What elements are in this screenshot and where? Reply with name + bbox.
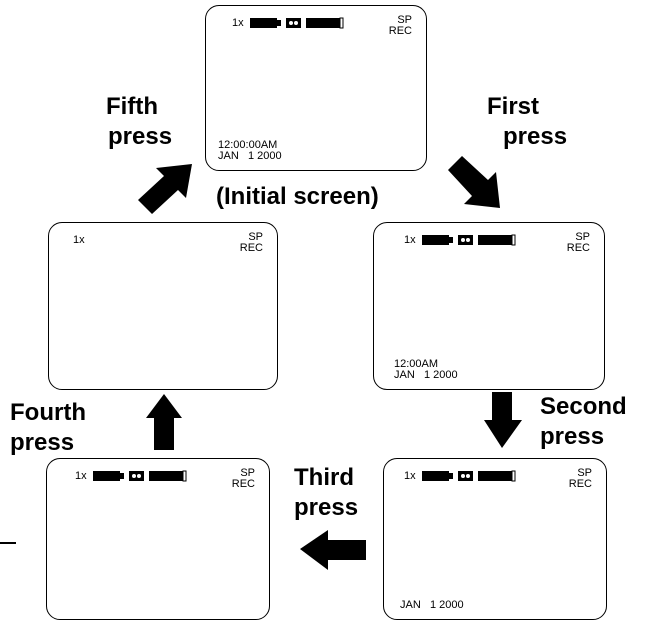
clock-display: 12:00:00AM JAN 1 2000	[218, 140, 282, 162]
label-line: First	[487, 93, 540, 120]
rec-status: REC	[239, 242, 263, 254]
time-text: 12:00:00AM	[218, 139, 278, 151]
indicator-row: 1x	[232, 16, 344, 30]
rec-status: REC	[566, 242, 590, 254]
tape-remaining-icon	[477, 234, 516, 246]
mode-status: SP REC	[232, 468, 255, 490]
indicator-row: 1x	[75, 469, 187, 483]
arrow-third-left	[300, 530, 366, 570]
cassette-icon	[285, 18, 301, 28]
third-press-label: Third press	[294, 463, 358, 523]
label-line: press	[294, 494, 359, 521]
first-press-label: First press	[487, 92, 567, 152]
cassette-icon	[457, 235, 473, 245]
tape-speed: SP	[248, 231, 263, 243]
initial-screen-label: (Initial screen)	[216, 183, 379, 210]
rec-status: REC	[388, 25, 412, 37]
arrow-fourth-up	[146, 394, 182, 450]
tape-speed: SP	[577, 467, 592, 479]
label-line: press	[503, 123, 568, 150]
fourth-press-label: Fourth press	[10, 398, 86, 458]
arrow-first-down-right	[448, 156, 500, 208]
first-press-screen: 1x SP REC 12:00AM JAN 1 2000	[373, 222, 605, 390]
tape-remaining-icon	[148, 470, 187, 482]
initial-screen: 1x SP REC 12:00:00AM JAN 1 2000	[205, 5, 427, 171]
label-line: press	[108, 123, 173, 150]
zoom-indicator: 1x	[73, 234, 85, 246]
date-text: JAN 1 2000	[394, 369, 458, 381]
battery-icon	[92, 471, 124, 481]
zoom-indicator: 1x	[232, 17, 244, 29]
clock-display: 12:00AM JAN 1 2000	[394, 359, 458, 381]
cassette-icon	[457, 471, 473, 481]
indicator-row: 1x	[73, 233, 87, 247]
label-line: Fifth	[106, 93, 158, 120]
time-text: 12:00AM	[394, 358, 439, 370]
label-line: press	[540, 423, 605, 450]
mode-status: SP REC	[567, 232, 590, 254]
rec-status: REC	[231, 478, 255, 490]
label-line: press	[10, 429, 75, 456]
edge-dash	[0, 542, 16, 544]
rec-status: REC	[568, 478, 592, 490]
mode-status: SP REC	[389, 15, 412, 37]
zoom-indicator: 1x	[404, 470, 416, 482]
date-text: JAN 1 2000	[218, 150, 282, 162]
second-press-label: Second press	[540, 392, 627, 452]
zoom-indicator: 1x	[404, 234, 416, 246]
indicator-row: 1x	[404, 469, 516, 483]
tape-speed: SP	[240, 467, 255, 479]
cassette-icon	[128, 471, 144, 481]
mode-status: SP REC	[240, 232, 263, 254]
second-press-screen: 1x SP REC JAN 1 2000	[383, 458, 607, 620]
label-line: Third	[294, 464, 354, 491]
fifth-press-label: Fifth press	[106, 92, 172, 152]
battery-icon	[249, 18, 281, 28]
battery-icon	[421, 235, 453, 245]
tape-remaining-icon	[477, 470, 516, 482]
arrow-second-down	[484, 392, 522, 448]
label-line: Second	[540, 393, 627, 420]
indicator-row: 1x	[404, 233, 516, 247]
third-press-screen: 1x SP REC	[46, 458, 270, 620]
mode-status: SP REC	[569, 468, 592, 490]
battery-icon	[421, 471, 453, 481]
tape-remaining-icon	[305, 17, 344, 29]
arrow-fifth-up-right	[138, 164, 192, 214]
tape-speed: SP	[575, 231, 590, 243]
fourth-press-screen: 1x SP REC	[48, 222, 278, 390]
zoom-indicator: 1x	[75, 470, 87, 482]
label-line: Fourth	[10, 399, 86, 426]
tape-speed: SP	[397, 14, 412, 26]
date-text: JAN 1 2000	[400, 599, 464, 611]
